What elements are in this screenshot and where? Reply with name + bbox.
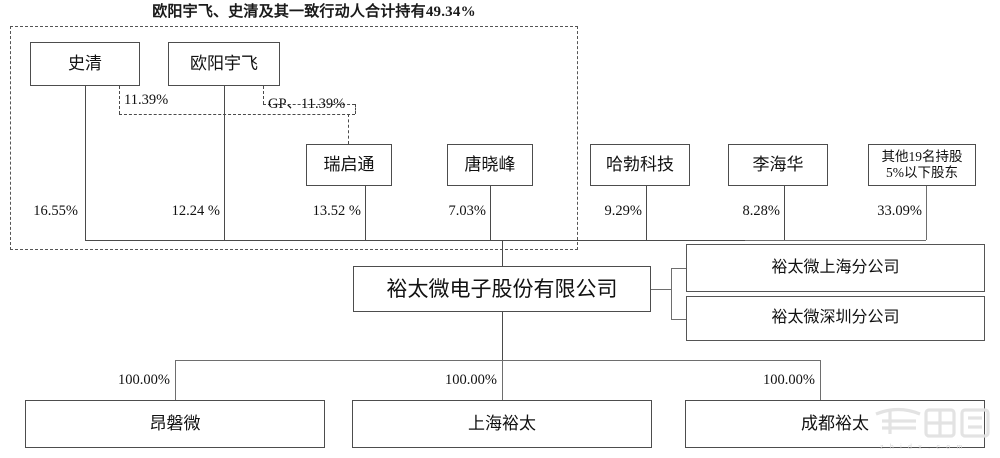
edge-bus-to-company [502, 240, 503, 266]
edge-other-minority-to-company [926, 186, 927, 240]
shareholder-box-ouyangyufei[interactable]: 欧阳宇飞 [168, 42, 280, 86]
pct-ouyangyufei-direct: 12.24 % [171, 203, 220, 219]
pct-shiqing-direct: 16.55% [33, 203, 78, 219]
shareholder-box-lihaihua[interactable]: 李海华 [728, 144, 828, 186]
edge-to-shanghai-yutai [502, 360, 503, 400]
subsidiary-box-chengdu-yutai[interactable]: 成都裕太 [685, 400, 985, 448]
pct-lihaihua: 8.28% [742, 203, 780, 219]
pct-chengdu-yutai: 100.00% [763, 372, 815, 388]
subsidiary-box-angpanwei[interactable]: 昂磐微 [25, 400, 325, 448]
edge-habo-to-company [646, 186, 647, 240]
edge-branch-spine [671, 268, 672, 320]
edge-branch-shenzhen [671, 319, 686, 320]
edge-ouyangyufei-to-ruiqitong-stub [263, 86, 264, 104]
edge-ruiqitong-to-company [365, 186, 366, 240]
pct-shanghai-yutai: 100.00% [445, 372, 497, 388]
concerted-action-group-region [10, 26, 578, 250]
branch-label: 裕太微深圳分公司 [771, 309, 900, 327]
pct-angpanwei: 100.00% [118, 372, 170, 388]
branch-box-shenzhen[interactable]: 裕太微深圳分公司 [686, 296, 985, 341]
pct-ruiqitong: 13.52 % [312, 203, 361, 219]
edge-shiqing-direct [85, 86, 86, 240]
shareholder-bus-left [85, 240, 745, 241]
subsidiary-bus [175, 360, 820, 361]
edge-into-ruiqitong [348, 114, 349, 144]
subsidiary-box-shanghai-yutai[interactable]: 上海裕太 [352, 400, 652, 448]
shareholder-label-line2: 5%以下股东 [886, 165, 958, 180]
edge-branch-shanghai [671, 268, 686, 269]
pct-shiqing-indirect: 11.39% [124, 92, 169, 108]
shareholder-label: 史清 [68, 54, 102, 74]
diagram-title: 欧阳宇飞、史清及其一致行动人合计持有49.34% [152, 4, 476, 20]
edge-tangxiaofeng-to-company [490, 186, 491, 240]
branch-box-shanghai[interactable]: 裕太微上海分公司 [686, 244, 985, 292]
shareholder-label-line1: 其他19名持股 [881, 149, 963, 165]
edge-shiqing-to-ruiqitong-run [119, 114, 355, 115]
shareholder-box-other-minority[interactable]: 其他19名持股 5%以下股东 [868, 144, 976, 186]
shareholder-box-ruiqitong[interactable]: 瑞启通 [306, 144, 392, 186]
edge-company-to-subsidiary-bus [502, 312, 503, 360]
shareholder-box-tangxiaofeng[interactable]: 唐晓峰 [447, 144, 533, 186]
subsidiary-label: 上海裕太 [468, 414, 536, 434]
edge-company-to-branch-trunk [651, 289, 671, 290]
pct-habo: 9.29% [604, 203, 642, 219]
main-company-label: 裕太微电子股份有限公司 [386, 276, 618, 301]
shareholder-label: 唐晓峰 [464, 155, 516, 175]
pct-other-minority: 33.09% [877, 203, 922, 219]
shareholder-label: 欧阳宇飞 [190, 54, 258, 74]
shareholder-box-shiqing[interactable]: 史清 [30, 42, 140, 86]
edge-to-angpanwei [175, 360, 176, 400]
shareholder-label: 哈勃科技 [606, 155, 674, 175]
subsidiary-label: 成都裕太 [801, 414, 869, 434]
edge-ouyangyufei-to-ruiqitong-run-top [263, 104, 355, 105]
branch-label: 裕太微上海分公司 [771, 258, 900, 276]
main-company-box[interactable]: 裕太微电子股份有限公司 [353, 266, 651, 312]
edge-lihaihua-to-company [784, 186, 785, 240]
edge-ouyangyufei-direct [224, 86, 225, 240]
pct-tangxiaofeng: 7.03% [448, 203, 486, 219]
shareholder-label: 瑞启通 [323, 155, 375, 175]
pct-ouyangyufei-indirect: GP、11.39% [268, 96, 346, 112]
edge-to-chengdu-yutai [820, 360, 821, 400]
shareholder-label: 李海华 [752, 155, 804, 175]
edge-shiqing-to-ruiqitong-stub [119, 86, 120, 114]
shareholder-box-habo[interactable]: 哈勃科技 [590, 144, 690, 186]
shareholder-bus-right [745, 240, 926, 241]
subsidiary-label: 昂磐微 [149, 414, 201, 434]
edge-ouyangyufei-to-ruiqitong-drop [355, 104, 356, 114]
